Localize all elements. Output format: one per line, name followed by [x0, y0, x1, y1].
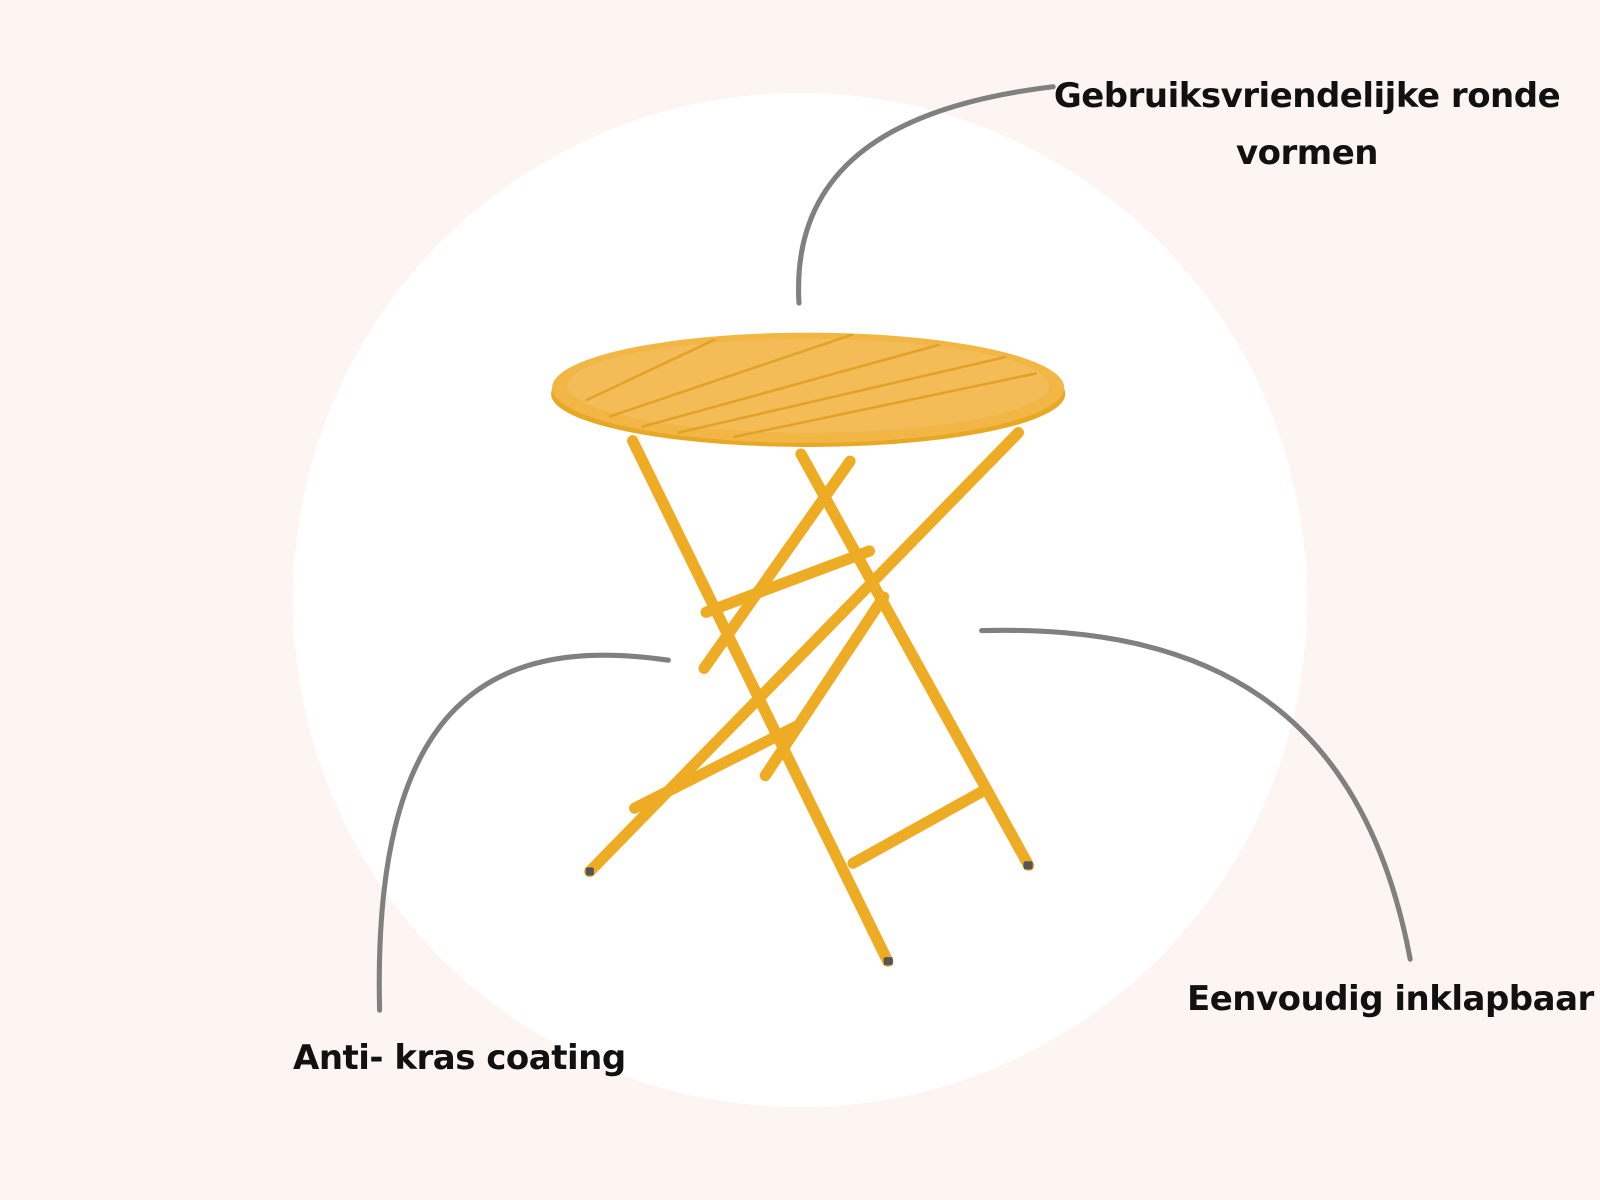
feature-label-round-shapes: Gebruiksvriendelijke ronde vormen: [1053, 68, 1561, 182]
feature-label-foldable: Eenvoudig inklapbaar: [1187, 979, 1594, 1019]
table-legs: [584, 427, 1035, 967]
folding-table-image: [551, 332, 1066, 967]
callout-line-top: [796, 84, 1056, 306]
callout-line-left: [376, 652, 671, 1013]
feature-label-anti-scratch: Anti- kras coating: [293, 1038, 626, 1078]
feature-label-round-shapes-line1: Gebruiksvriendelijke ronde: [1053, 76, 1561, 116]
callout-lines: [376, 84, 1413, 1013]
feature-label-round-shapes-line2: vormen: [1236, 133, 1378, 173]
background-circle: [292, 92, 1308, 1108]
callout-line-right: [979, 627, 1413, 962]
